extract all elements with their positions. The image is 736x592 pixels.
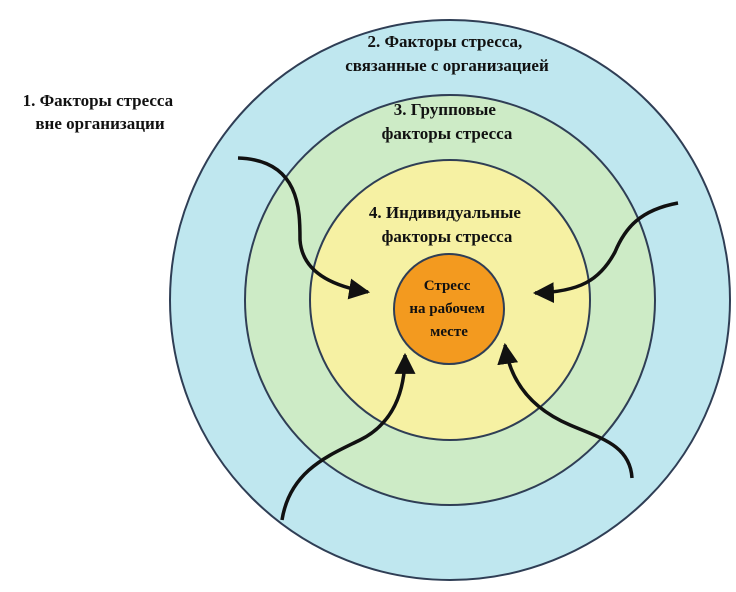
label-core-line-2: на рабочем [409, 301, 484, 317]
label-group-line-2: факторы стресса [382, 124, 513, 143]
label-outside: 1. Факторы стресса вне организации [23, 91, 178, 133]
label-core: Стресс на рабочем месте [409, 278, 488, 340]
arrow-bottom-left [280, 352, 416, 521]
label-organization: 2. Факторы стресса, связанные с организа… [345, 32, 549, 75]
label-outside-line-2: вне организации [35, 114, 164, 133]
label-outside-line-1: 1. Факторы стресса [23, 91, 174, 110]
arrow-top-right [532, 201, 679, 304]
label-individual: 4. Индивидуальные факторы стресса [369, 203, 525, 246]
label-individual-line-2: факторы стресса [382, 227, 513, 246]
label-group-line-1: 3. Групповые [394, 100, 497, 119]
label-organization-line-2: связанные с организацией [345, 56, 549, 75]
arrow-bottom-right [497, 342, 634, 479]
arrow-top-left [237, 156, 371, 300]
label-core-line-3: месте [430, 324, 468, 340]
label-organization-line-1: 2. Факторы стресса, [367, 32, 522, 51]
label-group: 3. Групповые факторы стресса [382, 100, 513, 143]
core-circle [393, 253, 505, 365]
label-core-line-1: Стресс [424, 278, 471, 294]
label-individual-line-1: 4. Индивидуальные [369, 203, 522, 222]
